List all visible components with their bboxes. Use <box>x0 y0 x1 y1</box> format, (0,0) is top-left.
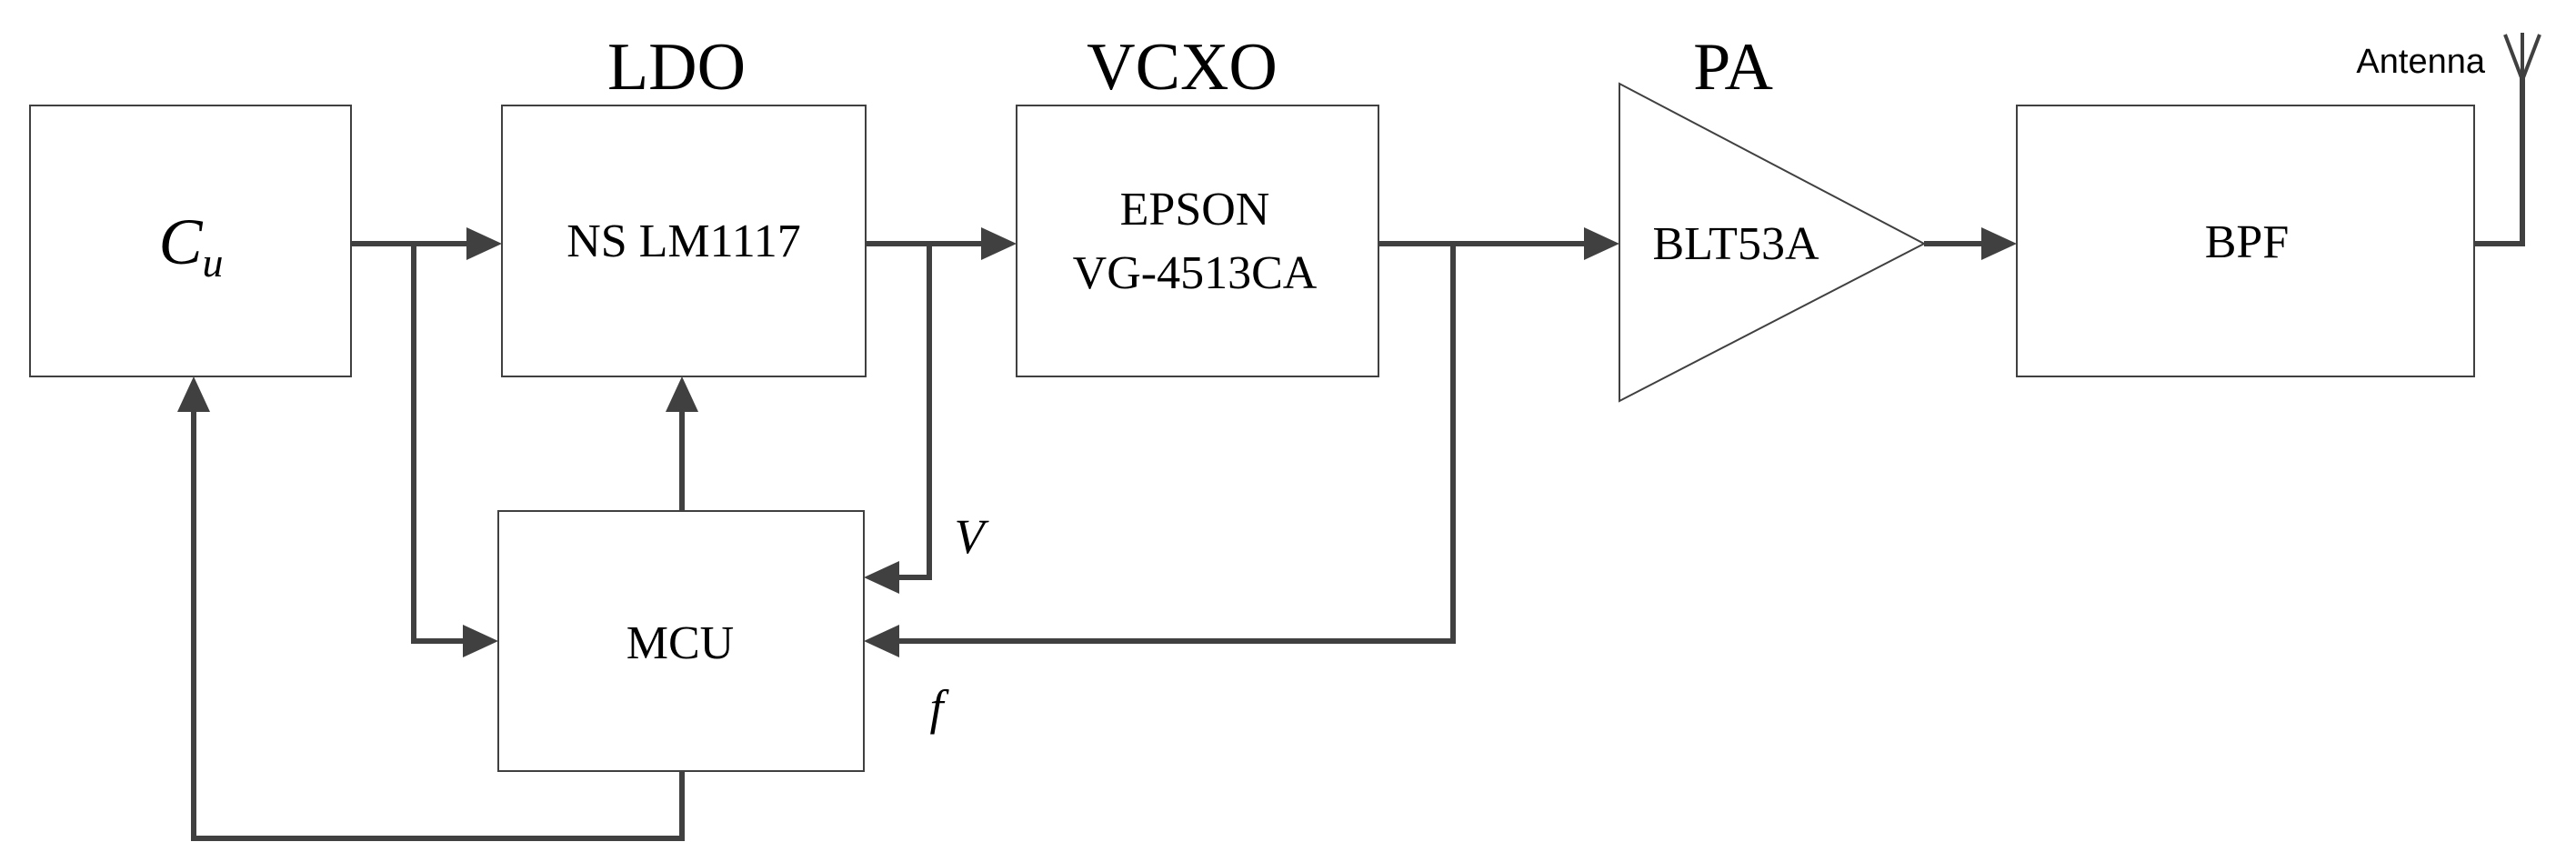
frequency-signal-label: f <box>929 680 949 735</box>
voltage-signal-label: V <box>955 509 990 564</box>
mcu-block <box>497 510 865 772</box>
arrowhead-pa-input <box>1584 227 1619 260</box>
wire-bpf-to-antenna <box>2474 76 2525 246</box>
wire-branch-to-mcu <box>411 244 466 644</box>
arrowhead-bpf-input <box>1981 227 2017 260</box>
antenna-label: Antenna <box>2356 43 2485 81</box>
pa-part-label: BLT53A <box>1653 218 1819 270</box>
antenna-icon <box>2503 33 2541 81</box>
arrowhead-ldo-control <box>666 376 698 412</box>
arrowhead-ldo-input <box>466 227 502 260</box>
mcu-label: MCU <box>626 617 734 669</box>
ldo-block <box>501 105 867 377</box>
cu-subscript: u <box>203 239 224 286</box>
cu-label: Cu <box>158 205 223 286</box>
pa-title: PA <box>1693 30 1773 105</box>
vcxo-title: VCXO <box>1087 30 1278 105</box>
cu-block <box>29 105 352 377</box>
pa-amplifier-triangle <box>1619 82 1927 403</box>
arrowhead-voltage <box>864 561 899 594</box>
ldo-title: LDO <box>607 30 746 105</box>
arrowhead-frequency <box>864 625 899 657</box>
arrowhead-mcu-input <box>463 625 498 657</box>
vcxo-block <box>1016 105 1379 377</box>
wire-mcu-to-cu <box>191 411 685 841</box>
vcxo-part-line2: VG-4513CA <box>1073 247 1318 299</box>
arrowhead-cu-control <box>177 376 210 412</box>
cu-symbol: C <box>158 205 203 278</box>
bpf-block <box>2016 105 2475 377</box>
bpf-label: BPF <box>2205 216 2290 268</box>
wire-frequency-feedback <box>898 244 1456 644</box>
ldo-part-label: NS LM1117 <box>566 216 801 267</box>
wire-voltage-feedback <box>898 244 932 580</box>
arrowhead-vcxo-input <box>981 227 1017 260</box>
vcxo-part-line1: EPSON <box>1120 184 1270 236</box>
